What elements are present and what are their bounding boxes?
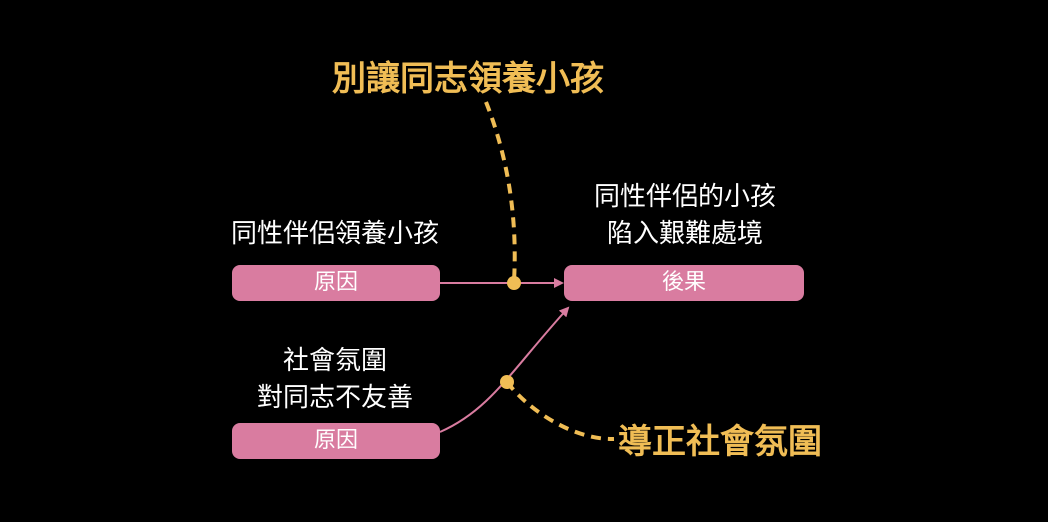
effect-caption-line1: 同性伴侶的小孩	[593, 182, 776, 212]
top-intervention-pointer	[484, 101, 517, 282]
top-cause-pill: 原因	[232, 265, 440, 301]
bottom-cause-arrow	[439, 306, 570, 433]
top-cause-caption: 同性伴侶領養小孩	[230, 219, 439, 249]
effect-pill: 後果	[564, 265, 804, 301]
bottom-intervention-dot	[500, 375, 514, 389]
bottom-cause-caption-line1: 社會氛圍	[282, 346, 387, 376]
effect-caption-line2: 陷入艱難處境	[606, 219, 763, 249]
bottom-intervention-label: 導正社會氛圍	[618, 422, 822, 462]
top-intervention-label: 別讓同志領養小孩	[332, 59, 604, 99]
bottom-cause-caption-line2: 對同志不友善	[256, 383, 413, 413]
bottom-intervention-pointer	[505, 380, 615, 442]
top-intervention-dot	[507, 276, 521, 290]
bottom-cause-pill: 原因	[232, 423, 440, 459]
